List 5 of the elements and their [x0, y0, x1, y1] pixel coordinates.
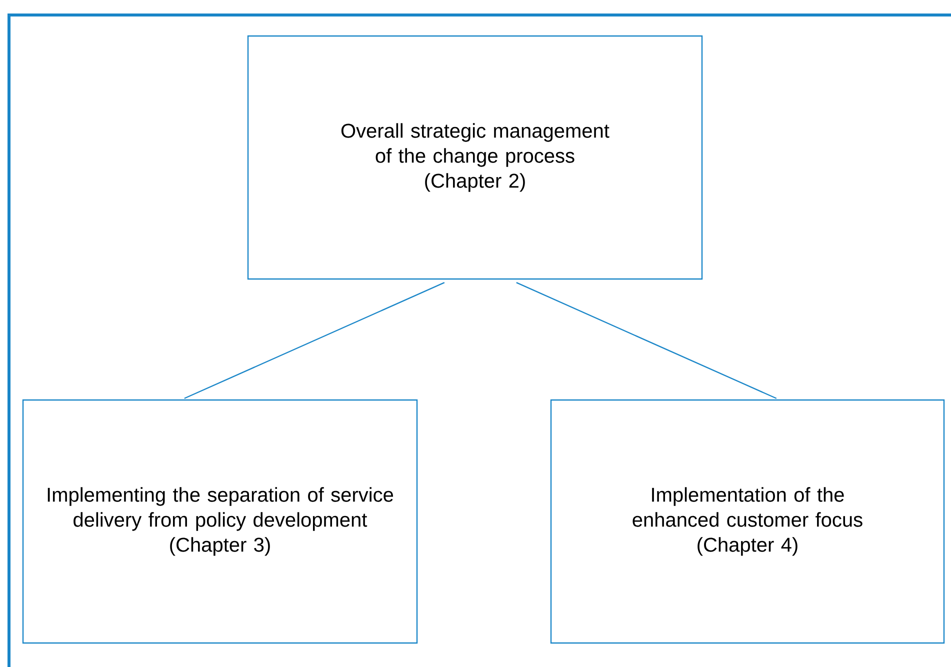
connector-line: [184, 282, 445, 399]
text-box: Implementation of the enhanced customer focus (Chapter 4): [550, 399, 945, 644]
text-box: Implementing the separation of service delivery from policy development (Chapter 3): [22, 399, 418, 644]
connector-line: [516, 282, 777, 399]
text-box: Overall strategic management of the change process (Chapter 2): [247, 35, 703, 280]
